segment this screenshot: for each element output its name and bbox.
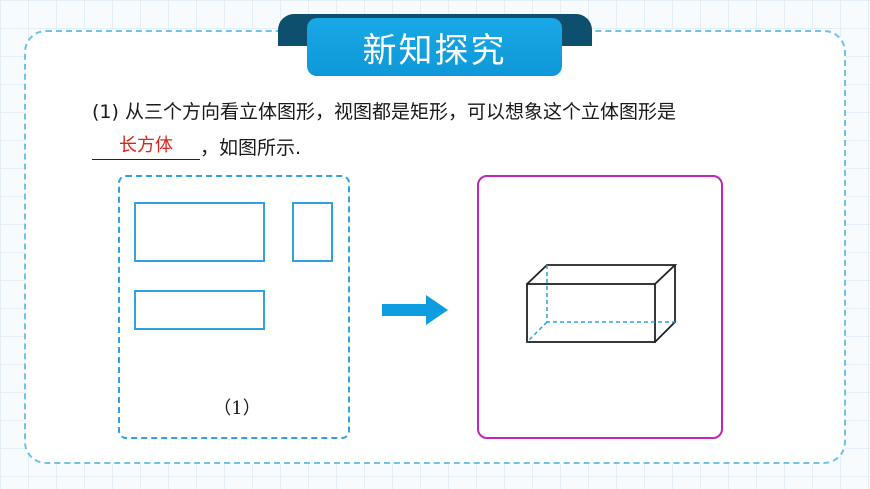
- question-text: (1) 从三个方向看立体图形，视图都是矩形，可以想象这个立体图形是: [92, 101, 676, 123]
- side-view-rectangle: [292, 202, 333, 262]
- slide-panel: [24, 30, 846, 464]
- answer-line: 长方体 ，如图所示.: [92, 134, 301, 160]
- answer-blank: 长方体: [92, 135, 200, 160]
- cuboid-icon: [526, 264, 678, 343]
- arrow-right-icon: [382, 295, 448, 325]
- figure-label: （1）: [213, 398, 261, 419]
- top-view-rectangle: [134, 290, 265, 330]
- answer-suffix: ，如图所示.: [200, 137, 302, 159]
- page-title: 新知探究: [307, 18, 562, 76]
- three-views-panel: [118, 175, 350, 439]
- solid-figure-panel: [477, 175, 723, 439]
- front-view-rectangle: [134, 202, 265, 262]
- answer-text: 长方体: [119, 135, 173, 156]
